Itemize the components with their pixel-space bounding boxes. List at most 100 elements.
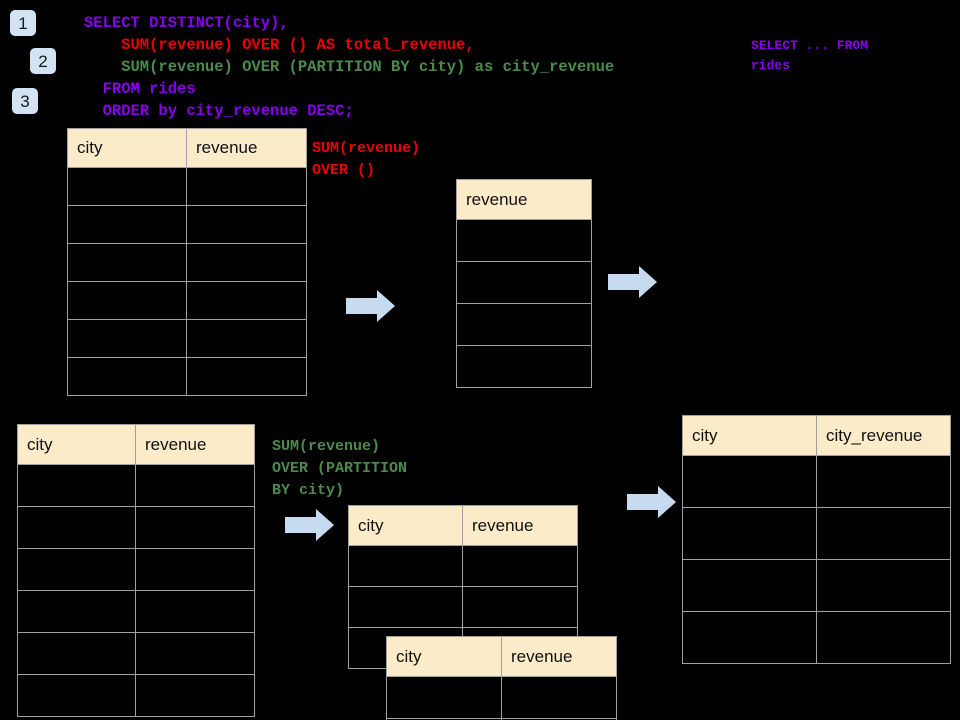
table-cell bbox=[186, 281, 307, 320]
total-revenue-table: revenue bbox=[456, 179, 592, 388]
step-badge-1: 1 bbox=[10, 10, 36, 36]
table-cell bbox=[67, 357, 187, 396]
column-header-city: city bbox=[386, 636, 502, 677]
table-cell bbox=[186, 357, 307, 396]
table-header-row: city revenue bbox=[67, 128, 307, 168]
table-cell bbox=[135, 506, 255, 549]
table-cell bbox=[348, 586, 463, 628]
annotation-sum-over-partition: SUM(revenue) OVER (PARTITION BY city) bbox=[272, 438, 408, 499]
table-body bbox=[682, 455, 951, 664]
rides-source-table-bottom: city revenue bbox=[17, 424, 255, 717]
table-row bbox=[17, 464, 255, 507]
table-row bbox=[17, 548, 255, 591]
table-cell bbox=[186, 319, 307, 358]
sql-line-city-revenue: SUM(revenue) OVER (PARTITION BY city) as… bbox=[84, 58, 615, 76]
table-cell bbox=[67, 319, 187, 358]
table-cell bbox=[501, 676, 617, 719]
sql-line-total-revenue: SUM(revenue) OVER () AS total_revenue, bbox=[84, 36, 475, 54]
table-row bbox=[456, 261, 592, 304]
column-header-city: city bbox=[17, 424, 136, 465]
table-cell bbox=[17, 674, 136, 717]
arrow-source-to-partition bbox=[285, 509, 334, 541]
table-header-row: city city_revenue bbox=[682, 415, 951, 456]
table-cell bbox=[462, 545, 578, 587]
table-row bbox=[682, 559, 951, 612]
arrow-source-to-total bbox=[346, 290, 395, 322]
table-cell bbox=[135, 464, 255, 507]
table-cell bbox=[348, 545, 463, 587]
table-row bbox=[348, 586, 578, 628]
arrow-total-to-result bbox=[608, 266, 657, 298]
table-cell bbox=[135, 548, 255, 591]
table-header-row: revenue bbox=[456, 179, 592, 220]
table-row bbox=[348, 545, 578, 587]
table-cell bbox=[135, 674, 255, 717]
table-cell bbox=[67, 281, 187, 320]
table-body bbox=[386, 676, 617, 720]
table-cell bbox=[456, 261, 592, 304]
table-cell bbox=[186, 167, 307, 206]
table-row bbox=[67, 357, 307, 396]
table-cell bbox=[456, 303, 592, 346]
table-row bbox=[456, 345, 592, 388]
table-row bbox=[67, 319, 307, 358]
table-row bbox=[17, 590, 255, 633]
partition-group-table-front: city revenue bbox=[386, 636, 617, 720]
table-row bbox=[386, 718, 617, 720]
table-row bbox=[682, 611, 951, 664]
table-cell bbox=[816, 455, 951, 508]
table-cell bbox=[17, 632, 136, 675]
sql-line-order-by: ORDER by city_revenue DESC; bbox=[84, 102, 354, 120]
table-cell bbox=[682, 455, 817, 508]
side-note-select-from: SELECT ... FROM bbox=[751, 38, 869, 53]
table-cell bbox=[816, 611, 951, 664]
table-cell bbox=[17, 590, 136, 633]
column-header-revenue: revenue bbox=[135, 424, 255, 465]
table-row bbox=[682, 507, 951, 560]
table-cell bbox=[135, 590, 255, 633]
table-row bbox=[386, 676, 617, 719]
table-row bbox=[682, 455, 951, 508]
table-header-row: city revenue bbox=[17, 424, 255, 465]
side-note-rides: rides bbox=[751, 58, 791, 73]
table-cell bbox=[67, 167, 187, 206]
column-header-revenue: revenue bbox=[501, 636, 617, 677]
table-body bbox=[17, 464, 255, 717]
column-header-city-revenue: city_revenue bbox=[816, 415, 951, 456]
arrow-partition-to-result bbox=[627, 486, 676, 518]
table-cell bbox=[135, 632, 255, 675]
sql-line-from: FROM rides bbox=[84, 80, 196, 98]
column-header-city: city bbox=[67, 128, 187, 168]
rides-source-table: city revenue bbox=[67, 128, 307, 396]
table-cell bbox=[462, 586, 578, 628]
table-row bbox=[17, 632, 255, 675]
table-row bbox=[456, 219, 592, 262]
column-header-revenue: revenue bbox=[462, 505, 578, 546]
table-body bbox=[456, 219, 592, 388]
table-cell bbox=[456, 345, 592, 388]
table-cell bbox=[386, 676, 502, 719]
table-body bbox=[67, 167, 307, 396]
table-row bbox=[17, 506, 255, 549]
table-cell bbox=[17, 506, 136, 549]
table-row bbox=[67, 243, 307, 282]
table-row bbox=[67, 281, 307, 320]
table-cell bbox=[67, 243, 187, 282]
table-row bbox=[456, 303, 592, 346]
table-cell bbox=[682, 611, 817, 664]
column-header-city: city bbox=[682, 415, 817, 456]
sql-line-select: SELECT DISTINCT(city), bbox=[84, 14, 289, 32]
table-cell bbox=[186, 205, 307, 244]
table-cell bbox=[682, 559, 817, 612]
step-badge-2: 2 bbox=[30, 48, 56, 74]
table-cell bbox=[186, 243, 307, 282]
table-cell bbox=[501, 718, 617, 720]
annotation-sum-over-empty: SUM(revenue) OVER () bbox=[312, 140, 421, 179]
step-badge-3: 3 bbox=[12, 88, 38, 114]
column-header-revenue: revenue bbox=[456, 179, 592, 220]
column-header-revenue: revenue bbox=[186, 128, 307, 168]
table-cell bbox=[17, 548, 136, 591]
table-cell bbox=[17, 464, 136, 507]
table-cell bbox=[456, 219, 592, 262]
